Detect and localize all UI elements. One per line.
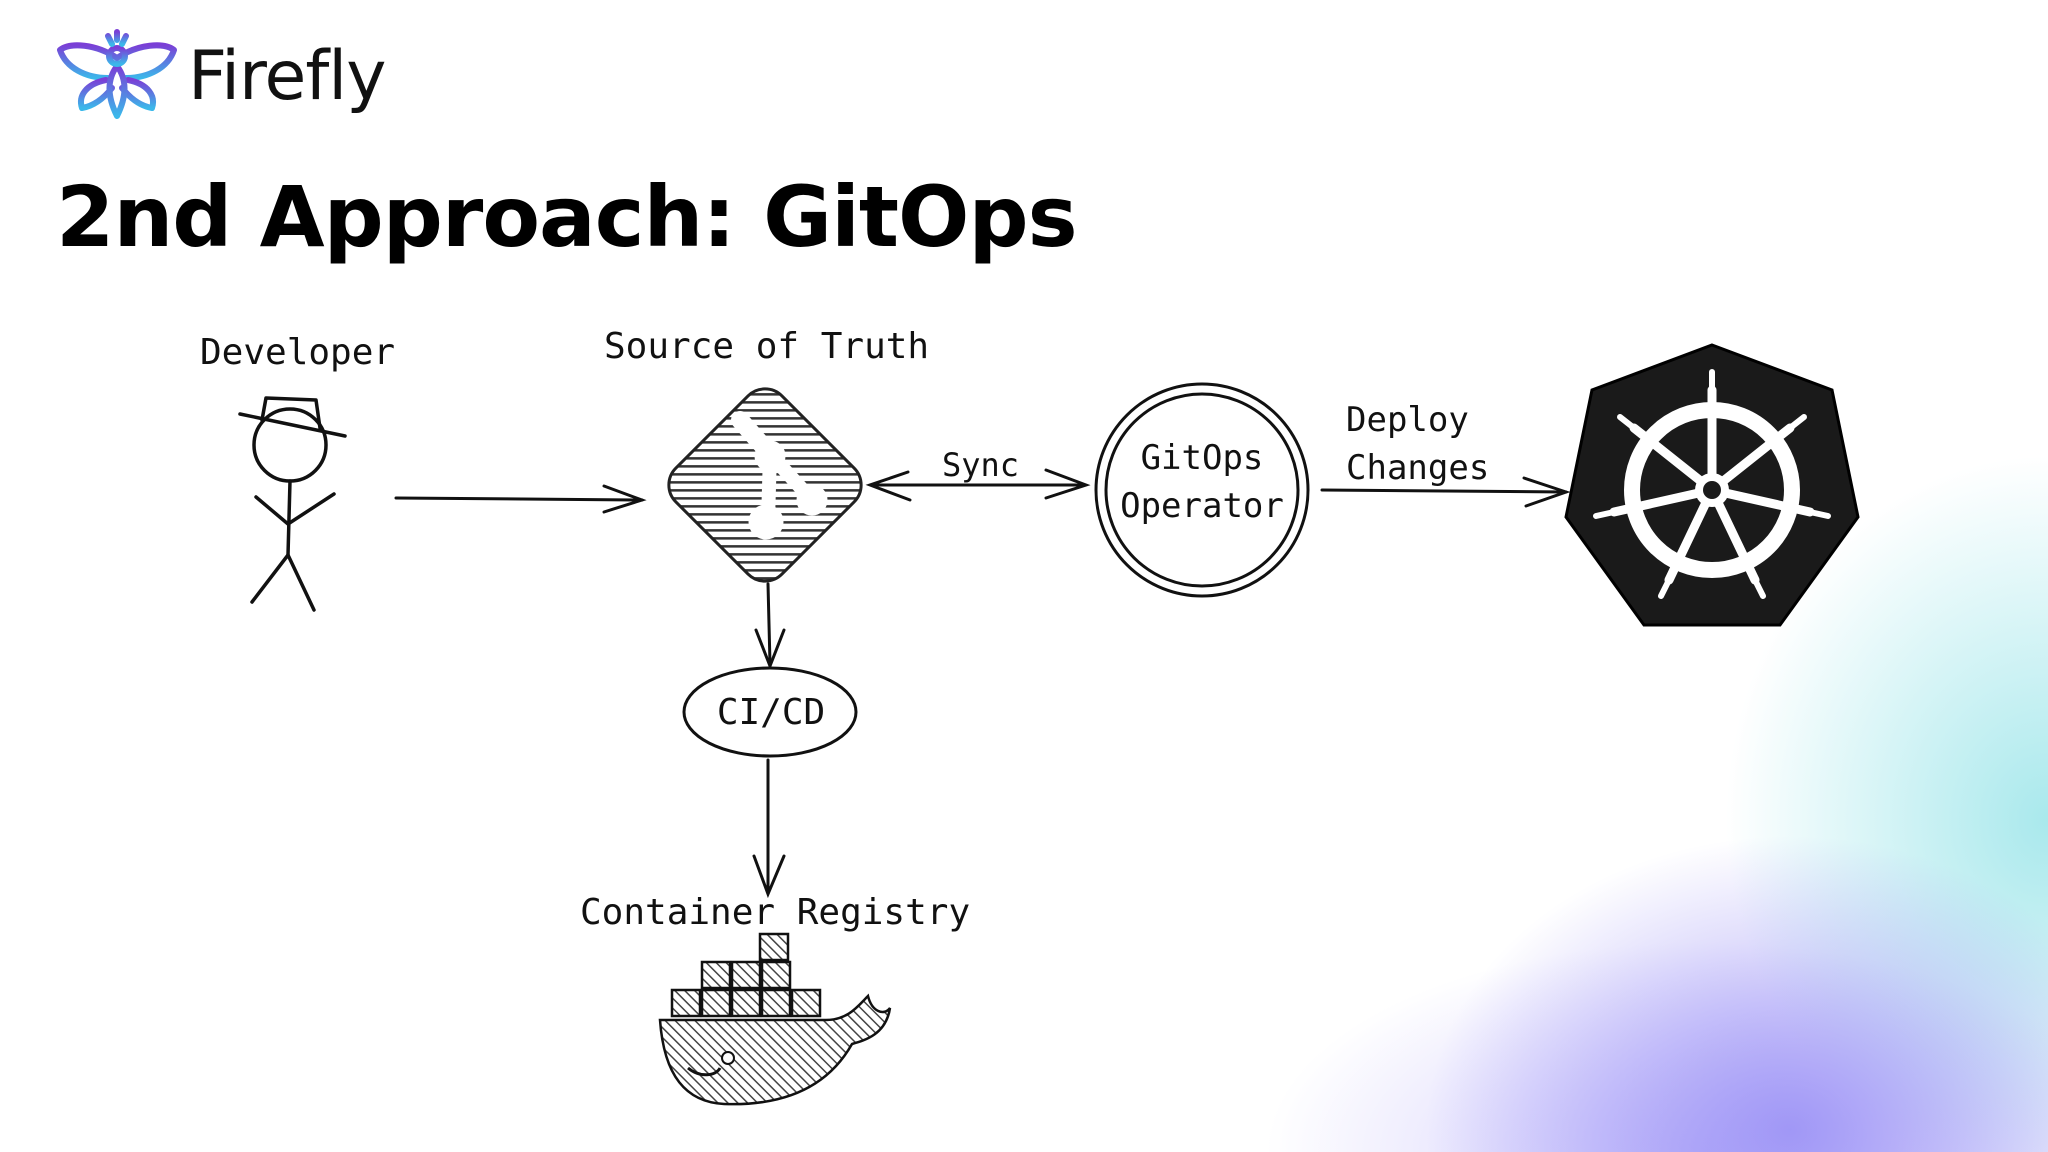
- deploy-arrow: [1320, 476, 1571, 508]
- kubernetes-icon: [1564, 343, 1860, 627]
- gitops-operator-line2: Operator: [1120, 486, 1284, 526]
- cicd-label: CI/CD: [716, 692, 826, 733]
- arrow-git-to-cicd: [754, 582, 786, 671]
- stick-figure-icon: [238, 396, 347, 612]
- container-registry-label: Container Registry: [580, 892, 971, 933]
- deploy-label-line1: Deploy: [1346, 400, 1469, 440]
- gitops-operator-node-shape: [1094, 382, 1310, 598]
- sync-label: Sync: [942, 446, 1020, 484]
- arrow-developer-to-git: [394, 484, 647, 514]
- brand-name: Firefly: [188, 36, 386, 116]
- cicd-node-shape: [682, 666, 858, 758]
- source-of-truth-label: Source of Truth: [604, 326, 930, 367]
- deploy-label-line2: Changes: [1346, 448, 1490, 488]
- developer-label: Developer: [200, 332, 396, 373]
- sync-arrow: [865, 468, 1091, 502]
- brand: Firefly: [56, 26, 386, 126]
- slide-title: 2nd Approach: GitOps: [56, 168, 1078, 266]
- git-icon: [667, 387, 863, 583]
- docker-whale-icon: [658, 932, 892, 1106]
- gitops-operator-line1: GitOps: [1140, 438, 1264, 478]
- arrow-cicd-to-registry: [752, 758, 786, 899]
- firefly-logo-icon: [57, 29, 177, 119]
